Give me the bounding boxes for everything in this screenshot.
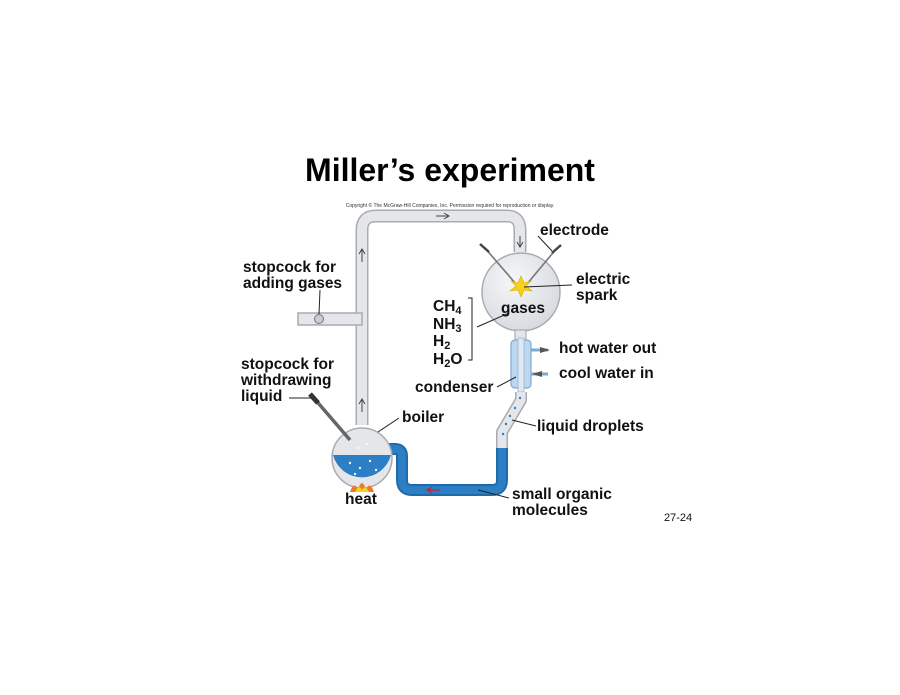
label-small-organic-molecules: small organic molecules — [512, 487, 612, 519]
flow-arrow-up-lower — [358, 398, 366, 412]
stopcock-withdrawing-rod — [311, 395, 352, 442]
label-gases: gases — [501, 300, 545, 317]
label-electric-spark-line2: spark — [576, 287, 618, 304]
label-boiler: boiler — [402, 409, 445, 426]
gas-formula-list: CH4 NH3 H2 H2O — [433, 298, 463, 370]
droplets — [501, 396, 522, 436]
label-electric-spark-line1: electric — [576, 271, 631, 288]
formula-ch4: CH4 — [433, 298, 462, 317]
formula-h2o: H2O — [433, 350, 463, 370]
flame-icon — [350, 483, 374, 492]
label-stopcock-withdrawing-line3: liquid — [241, 388, 283, 405]
label-hot-water-out: hot water out — [559, 340, 657, 357]
copyright-notice: Copyright © The McGraw-Hill Companies, I… — [345, 203, 555, 209]
label-stopcock-adding-line2: adding gases — [243, 275, 343, 292]
label-cool-water-in: cool water in — [559, 365, 654, 382]
gas-bracket — [468, 297, 473, 361]
electrode-right — [526, 247, 558, 285]
label-electrode: electrode — [540, 222, 609, 239]
stopcock-adding-valve — [314, 314, 324, 324]
formula-nh3: NH3 — [433, 315, 462, 335]
label-electric-spark: electric spark — [576, 272, 630, 304]
leader-condenser — [496, 376, 517, 388]
spark-icon — [509, 275, 533, 298]
leader-droplets — [511, 419, 537, 427]
leader-electrode — [537, 235, 553, 252]
label-liquid-droplets: liquid droplets — [537, 418, 644, 435]
leader-spark — [523, 284, 573, 288]
leader-gases — [476, 312, 510, 328]
leader-boiler — [377, 417, 400, 433]
label-small-organic-molecules-line2: molecules — [512, 502, 588, 519]
label-stopcock-withdrawing: stopcock for withdrawing liquid — [241, 357, 334, 405]
flow-arrow-up — [358, 248, 366, 262]
label-stopcock-adding-line1: stopcock for — [243, 259, 337, 276]
label-heat: heat — [345, 491, 377, 508]
electrode-left — [483, 246, 517, 285]
formula-h2: H2 — [433, 333, 451, 352]
flow-arrow-down — [516, 236, 524, 248]
page-title: Miller’s experiment — [305, 152, 595, 188]
boiler-water — [333, 455, 391, 478]
leader-stopcock-adding — [318, 289, 321, 315]
label-stopcock-withdrawing-line2: withdrawing — [241, 372, 332, 389]
label-condenser: condenser — [415, 379, 494, 396]
page-number: 27-24 — [664, 512, 693, 524]
leader-molecules — [477, 489, 510, 499]
label-stopcock-adding: stopcock for adding gases — [243, 260, 342, 292]
label-small-organic-molecules-line1: small organic — [512, 486, 612, 503]
label-stopcock-withdrawing-line1: stopcock for — [241, 356, 335, 373]
stopcock-side-tube — [297, 312, 363, 326]
flow-arrow-right — [436, 212, 450, 220]
flow-arrow-left — [425, 486, 440, 494]
